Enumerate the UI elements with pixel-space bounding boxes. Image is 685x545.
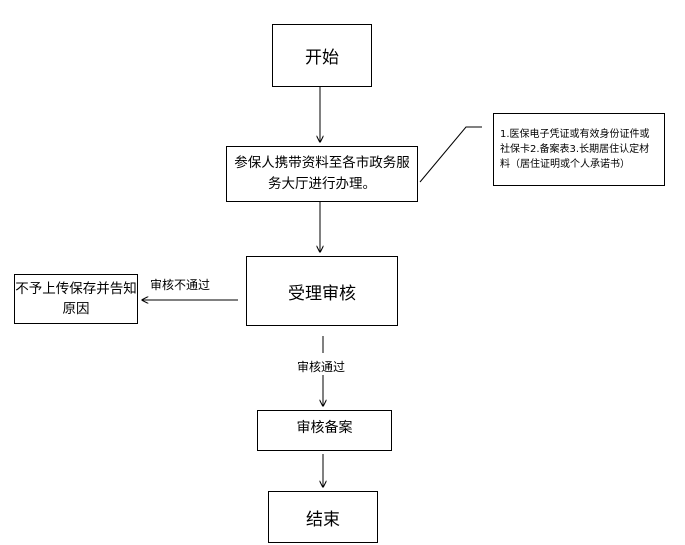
filing-node-label: 审核备案 — [296, 420, 353, 436]
submit-materials-label: 参保人携带资料至各市政务服务大厅进行办理。 — [234, 155, 410, 192]
callout-note-line — [419, 126, 482, 183]
review-fail-label: 审核不通过 — [150, 276, 211, 293]
start-node-label: 开始 — [305, 48, 339, 68]
reject-node-label: 不予上传保存并告知原因 — [15, 281, 137, 317]
end-node: 结束 — [268, 491, 378, 543]
reject-node: 不予上传保存并告知原因 — [14, 274, 138, 324]
end-node-label: 结束 — [306, 509, 340, 530]
review-pass-label: 审核通过 — [295, 358, 348, 375]
start-node: 开始 — [272, 24, 372, 87]
filing-node: 审核备案 — [257, 410, 392, 451]
submit-materials-node: 参保人携带资料至各市政务服务大厅进行办理。 — [226, 146, 418, 202]
review-node: 受理审核 — [246, 256, 398, 326]
required-materials-text: 1.医保电子凭证或有效身份证件或社保卡2.备案表3.长期居住认定材料（居住证明或… — [500, 129, 650, 170]
review-node-label: 受理审核 — [288, 283, 356, 304]
required-materials-note: 1.医保电子凭证或有效身份证件或社保卡2.备案表3.长期居住认定材料（居住证明或… — [493, 113, 665, 186]
